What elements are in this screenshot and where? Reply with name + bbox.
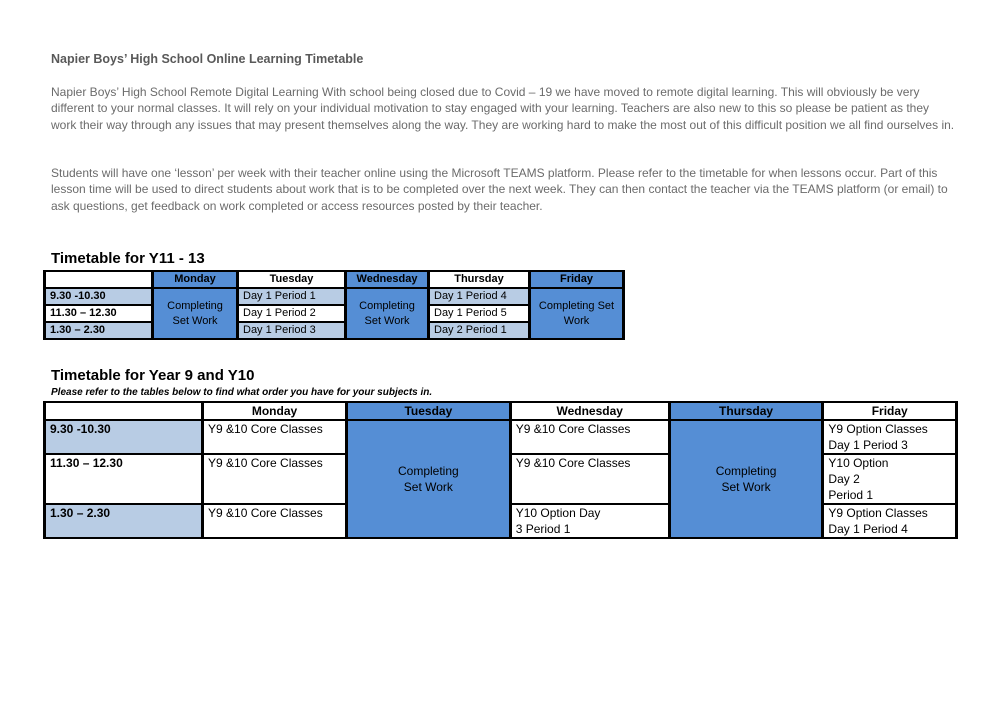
day-header: Monday bbox=[154, 272, 236, 287]
period-cell: Day 1 Period 2 bbox=[239, 306, 344, 321]
lesson-paragraph: Students will have one ‘lesson’ per week… bbox=[51, 166, 948, 213]
day-header: Thursday bbox=[670, 403, 822, 419]
class-cell: Y9 Option Classes Day 1 Period 3 bbox=[824, 421, 955, 453]
time-cell: 9.30 -10.30 bbox=[46, 289, 151, 304]
set-work-cell: Completing Set Work bbox=[348, 421, 509, 537]
junior-timetable-note: Please refer to the tables below to find… bbox=[51, 387, 433, 398]
day-header: Friday bbox=[531, 272, 622, 287]
day-header: Thursday bbox=[430, 272, 528, 287]
period-cell: Day 1 Period 3 bbox=[239, 323, 344, 338]
junior-timetable: Monday Tuesday Wednesday Thursday Friday… bbox=[43, 401, 958, 539]
period-cell: Day 1 Period 1 bbox=[239, 289, 344, 304]
time-cell: 1.30 – 2.30 bbox=[46, 505, 201, 537]
period-cell: Day 1 Period 5 bbox=[430, 306, 528, 321]
class-cell: Y9 &10 Core Classes bbox=[204, 505, 345, 537]
class-cell: Y10 Option Day 2 Period 1 bbox=[824, 455, 955, 503]
set-work-cell: Completing Set Work bbox=[347, 289, 427, 338]
time-cell: 1.30 – 2.30 bbox=[46, 323, 151, 338]
time-cell: 9.30 -10.30 bbox=[46, 421, 201, 453]
class-cell: Y9 &10 Core Classes bbox=[204, 455, 345, 503]
set-work-cell: Completing Set Work bbox=[531, 289, 622, 338]
day-header: Tuesday bbox=[239, 272, 344, 287]
day-header: Tuesday bbox=[348, 403, 509, 419]
senior-timetable: Monday Tuesday Wednesday Thursday Friday… bbox=[43, 270, 625, 340]
intro-paragraph: Napier Boys’ High School Remote Digital … bbox=[51, 85, 955, 132]
document-title: Napier Boys’ High School Online Learning… bbox=[51, 52, 364, 66]
class-cell: Y9 &10 Core Classes bbox=[511, 421, 668, 453]
day-header: Wednesday bbox=[347, 272, 427, 287]
senior-timetable-heading: Timetable for Y11 - 13 bbox=[51, 250, 205, 267]
period-cell: Day 2 Period 1 bbox=[430, 323, 528, 338]
day-header: Friday bbox=[824, 403, 955, 419]
corner-cell bbox=[46, 403, 201, 419]
class-cell: Y9 &10 Core Classes bbox=[204, 421, 345, 453]
set-work-cell: Completing Set Work bbox=[154, 289, 236, 338]
day-header: Monday bbox=[204, 403, 345, 419]
class-cell: Y10 Option Day 3 Period 1 bbox=[511, 505, 668, 537]
time-cell: 11.30 – 12.30 bbox=[46, 455, 201, 503]
class-cell: Y9 &10 Core Classes bbox=[511, 455, 668, 503]
junior-timetable-heading: Timetable for Year 9 and Y10 bbox=[51, 367, 255, 384]
corner-cell bbox=[46, 272, 151, 287]
period-cell: Day 1 Period 4 bbox=[430, 289, 528, 304]
class-cell: Y9 Option Classes Day 1 Period 4 bbox=[824, 505, 955, 537]
time-cell: 11.30 – 12.30 bbox=[46, 306, 151, 321]
set-work-cell: Completing Set Work bbox=[670, 421, 822, 537]
day-header: Wednesday bbox=[511, 403, 668, 419]
